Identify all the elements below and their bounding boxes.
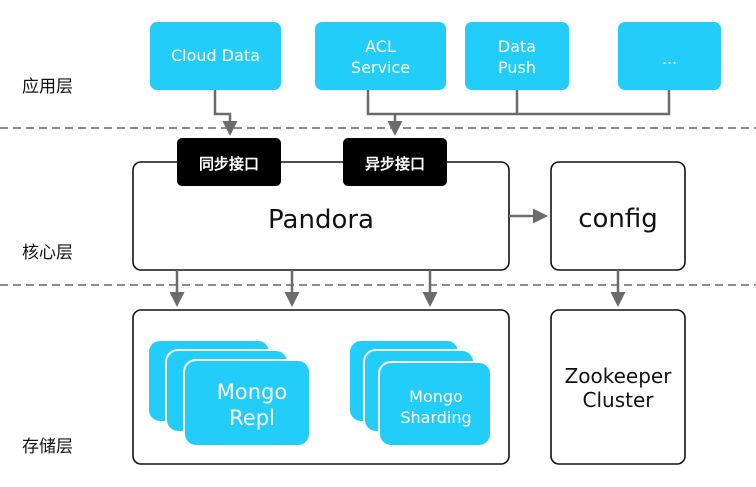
service-cloud-data[interactable] — [150, 22, 281, 90]
sync-interface[interactable] — [177, 138, 281, 186]
service-data-push[interactable] — [465, 22, 569, 90]
arrow-cloud-data-to-sync — [213, 90, 238, 136]
zookeeper-label-2: Cluster — [583, 388, 655, 412]
zookeeper-cluster-box[interactable] — [550, 309, 686, 465]
zookeeper-label-1: Zookeeper — [565, 364, 673, 388]
service-data-push-label-1: Data — [498, 37, 536, 56]
mongo-sharding-label-2: Sharding — [400, 408, 471, 427]
service-data-push-label-2: Push — [498, 58, 536, 77]
config-label: config — [578, 204, 658, 234]
pandora-label: Pandora — [268, 205, 374, 235]
service-acl-label-2: Service — [351, 58, 410, 77]
layer-label-storage: 存储层 — [22, 437, 73, 457]
mongo-repl-label-2: Repl — [229, 406, 275, 430]
line-acl-bus — [366, 90, 671, 116]
mongo-sharding-stack[interactable] — [348, 339, 492, 447]
sync-interface-label: 同步接口 — [199, 155, 259, 173]
service-more-label: ... — [662, 49, 677, 68]
service-acl-label-1: ACL — [365, 37, 396, 56]
async-interface[interactable] — [343, 138, 447, 186]
mongo-repl-label-1: Mongo — [217, 380, 287, 404]
service-acl[interactable] — [315, 22, 446, 90]
layer-label-core: 核心层 — [22, 243, 73, 263]
mongo-repl-stack[interactable] — [147, 339, 311, 447]
mongo-sharding-label-1: Mongo — [409, 387, 463, 406]
service-more[interactable] — [618, 22, 721, 90]
async-interface-label: 异步接口 — [365, 155, 425, 173]
layer-label-app: 应用层 — [22, 77, 73, 97]
service-cloud-data-label: Cloud Data — [171, 46, 260, 65]
